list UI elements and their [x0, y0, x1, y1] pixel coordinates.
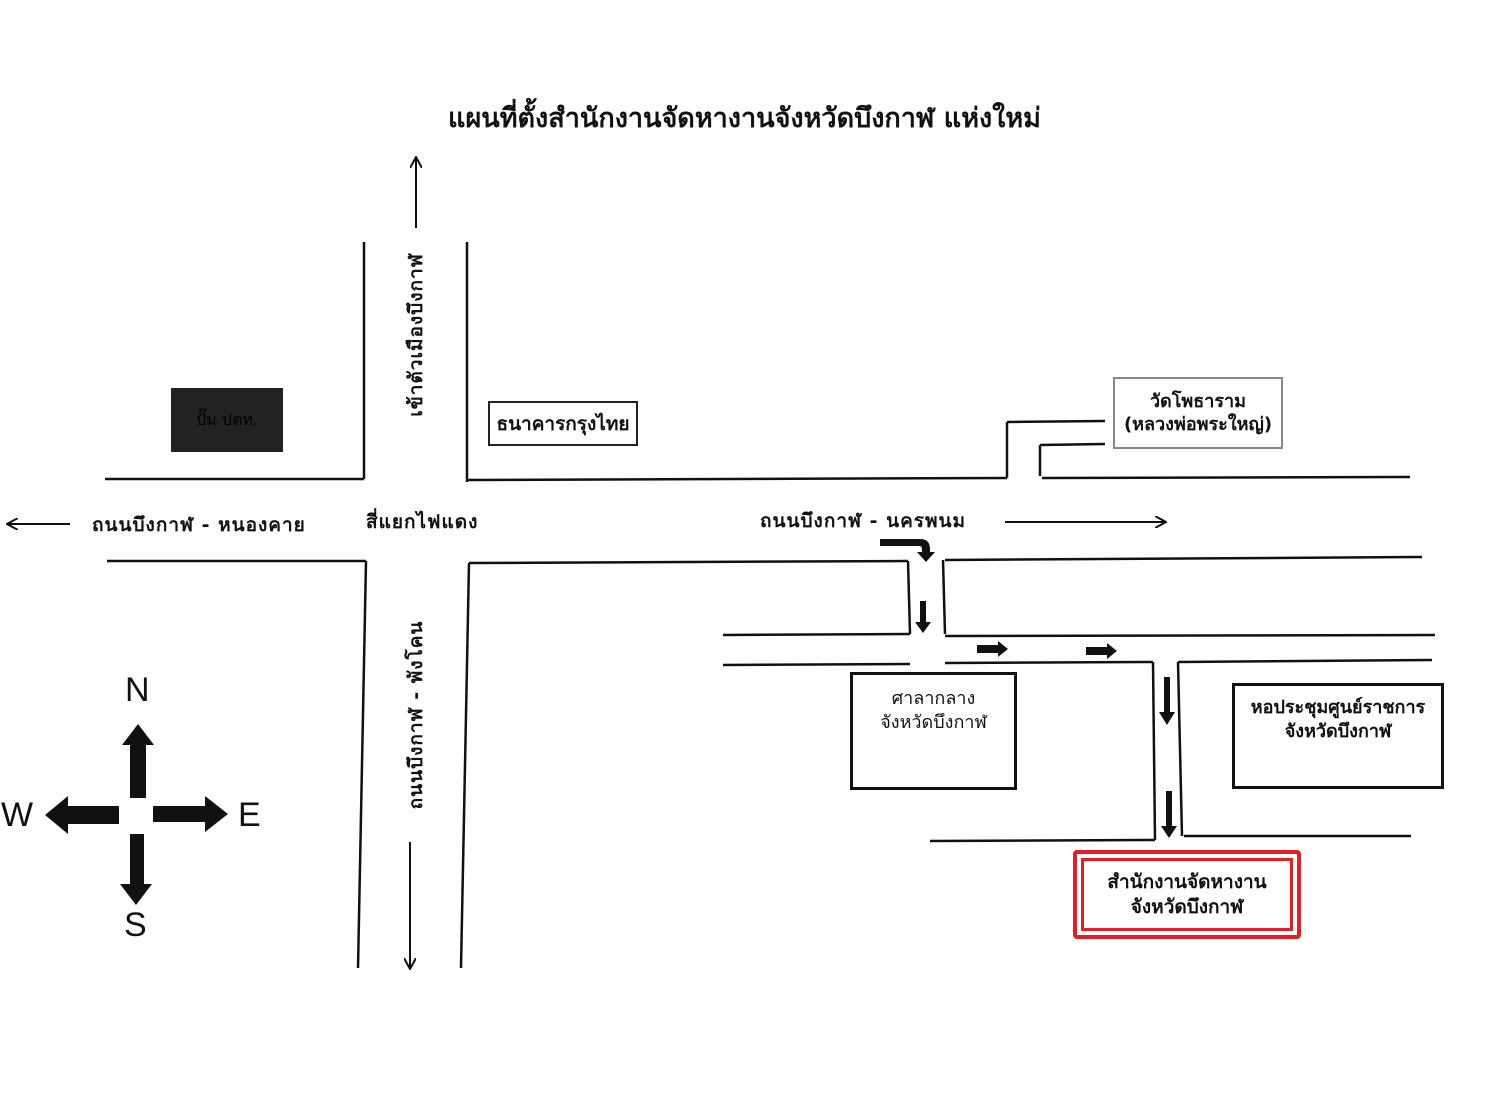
road-label-south: ถนนบึงกาฬ - พังโคน — [405, 620, 427, 810]
road-label-north: เข้าตัวเมืองบึงกาฬ — [405, 253, 427, 417]
compass-west-label: W — [1, 796, 34, 834]
city-hall-landmark: ศาลากลาง จังหวัดบึงกาฬ — [850, 672, 1017, 790]
destination-label-line2: จังหวัดบึงกาฬ — [1130, 895, 1244, 918]
intersection-label: สี่แยกไฟแดง — [366, 511, 479, 533]
destination-inner: สำนักงานจัดหางาน จังหวัดบึงกาฬ — [1081, 858, 1293, 931]
down-arrow-icon — [1161, 791, 1177, 838]
direction-arrows — [8, 158, 1165, 968]
road-label-west: ถนนบึงกาฬ - หนองคาย — [92, 514, 306, 536]
down-arrow-icon — [1159, 677, 1175, 725]
temple-label-line2: (หลวงพ่อพระใหญ่) — [1123, 414, 1273, 435]
hall-label-line2: จังหวัดบึงกาฬ — [1284, 721, 1392, 743]
destination-label-line1: สำนักงานจัดหางาน — [1107, 870, 1267, 893]
right-arrow-icon — [977, 641, 1008, 657]
hall-landmark: หอประชุมศูนย์ราชการ จังหวัดบึงกาฬ — [1232, 683, 1444, 789]
city-hall-label-line1: ศาลากลาง — [891, 688, 976, 709]
compass-icon — [45, 724, 228, 905]
temple-landmark: วัดโพธาราม (หลวงพ่อพระใหญ่) — [1113, 377, 1283, 449]
bank-landmark: ธนาคารกรุงไทย — [488, 401, 638, 446]
bank-label: ธนาคารกรุงไทย — [496, 412, 630, 435]
destination-marker: สำนักงานจัดหางาน จังหวัดบึงกาฬ — [1073, 850, 1301, 939]
road-label-east: ถนนบึงกาฬ - นครพนม — [760, 510, 967, 532]
hall-label-line1: หอประชุมศูนย์ราชการ — [1250, 697, 1426, 718]
road-edges — [105, 242, 1436, 969]
down-arrow-icon — [915, 601, 931, 633]
dark-block: ปั๊ม ปตท. — [171, 388, 283, 452]
compass-south-label: S — [124, 906, 147, 944]
dark-block-label: ปั๊ม ปตท. — [196, 409, 258, 429]
turn-arrow-icon — [880, 539, 935, 562]
city-hall-label-line2: จังหวัดบึงกาฬ — [880, 712, 987, 734]
route-arrows — [880, 539, 1177, 838]
map-title: แผนที่ตั้งสำนักงานจัดหางานจังหวัดบึงกาฬ … — [448, 103, 1041, 134]
compass-east-label: E — [238, 796, 261, 834]
compass-north-label: N — [125, 671, 150, 709]
temple-label-line1: วัดโพธาราม — [1149, 390, 1247, 412]
right-arrow-icon — [1086, 643, 1117, 659]
